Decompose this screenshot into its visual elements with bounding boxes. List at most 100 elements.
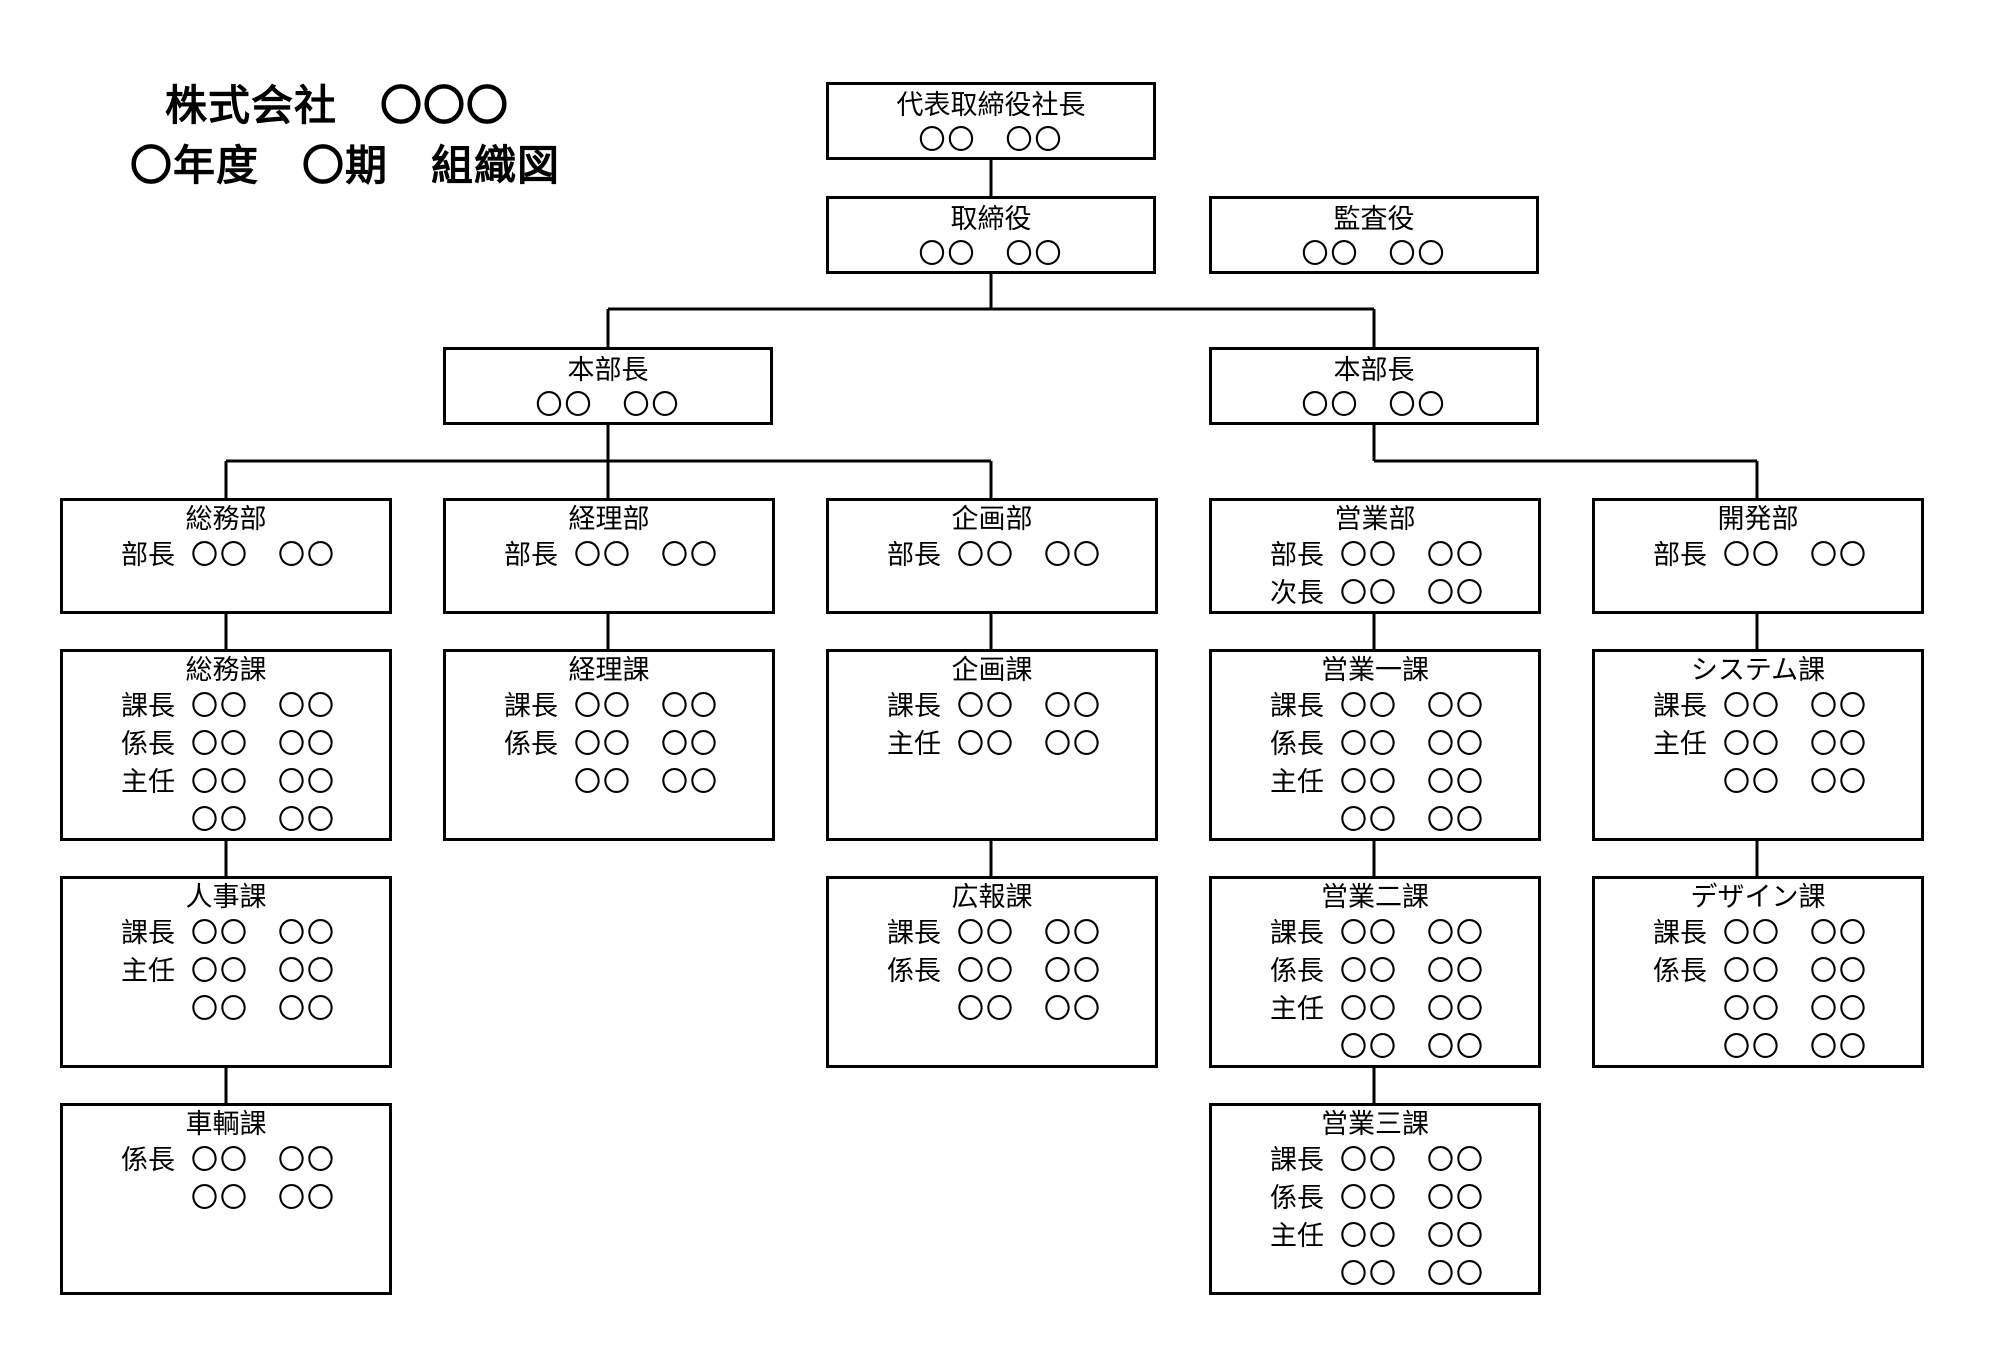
member-role: 係長 [1270, 1183, 1324, 1214]
member-role: 課長 [1270, 918, 1324, 949]
member-role: 主任 [1270, 767, 1324, 798]
member-names: 〇〇 〇〇 [574, 691, 719, 722]
member-names: 〇〇 〇〇 [1340, 918, 1485, 949]
box-title: 代表取締役社長 [896, 90, 1086, 121]
member-names: 〇〇 〇〇 [1340, 1221, 1485, 1252]
member-role [1653, 1029, 1723, 1067]
member-row: 課長〇〇 〇〇 [1212, 1142, 1538, 1180]
box-director: 取締役 〇〇 〇〇 [826, 196, 1156, 274]
box-title: 人事課 [185, 882, 267, 913]
box-president: 代表取締役社長 〇〇 〇〇 [826, 82, 1156, 160]
member-role: 係長 [1270, 729, 1324, 760]
member-row: 部長〇〇 〇〇 [63, 537, 389, 575]
member-role: 係長 [121, 729, 175, 760]
box-eigyo2-ka: 営業二課課長〇〇 〇〇係長〇〇 〇〇主任〇〇 〇〇〇〇 〇〇 [1209, 876, 1541, 1068]
member-role: 課長 [504, 691, 558, 722]
member-role [504, 764, 574, 802]
member-row: 係長〇〇 〇〇 [446, 726, 772, 764]
member-row: 係長〇〇 〇〇 [1212, 953, 1538, 991]
box-sharyo-ka: 車輌課係長〇〇 〇〇〇〇 〇〇 [60, 1103, 392, 1295]
box-title: 経理課 [568, 655, 650, 686]
person-name: 〇〇 〇〇 [535, 390, 681, 421]
box-title: 営業部 [1334, 504, 1416, 535]
member-role: 部長 [504, 540, 558, 571]
member-row: 係長〇〇 〇〇 [1212, 726, 1538, 764]
box-eigyo-bu: 営業部部長〇〇 〇〇次長〇〇 〇〇 [1209, 498, 1541, 614]
member-names: 〇〇 〇〇 [1340, 1145, 1485, 1176]
org-chart-title: 〇年度 〇期 組織図 [130, 141, 561, 190]
member-role [1270, 802, 1340, 840]
box-title: 監査役 [1333, 204, 1415, 235]
member-names: 〇〇 〇〇 [574, 540, 719, 571]
box-kaihatsu-bu: 開発部部長〇〇 〇〇 [1592, 498, 1924, 614]
member-names: 〇〇 〇〇 [1723, 956, 1868, 987]
box-title: 経理部 [568, 504, 650, 535]
box-soumu-ka: 総務課課長〇〇 〇〇係長〇〇 〇〇主任〇〇 〇〇〇〇 〇〇 [60, 649, 392, 841]
member-names: 〇〇 〇〇 [191, 918, 336, 949]
box-title: 本部長 [1333, 355, 1415, 386]
person-name: 〇〇 〇〇 [1301, 390, 1447, 421]
box-soumu-bu: 総務部部長〇〇 〇〇 [60, 498, 392, 614]
box-kikaku-bu: 企画部部長〇〇 〇〇 [826, 498, 1158, 614]
member-row: 係長〇〇 〇〇 [63, 1142, 389, 1180]
box-keiri-bu: 経理部部長〇〇 〇〇 [443, 498, 775, 614]
member-row: 主任〇〇 〇〇 [1212, 1218, 1538, 1256]
member-role: 次長 [1270, 578, 1324, 609]
member-row: 〇〇 〇〇 [1595, 991, 1921, 1029]
member-row: 課長〇〇 〇〇 [1212, 915, 1538, 953]
member-names: 〇〇 〇〇 [191, 691, 336, 722]
member-role: 部長 [1653, 540, 1707, 571]
person-name: 〇〇 〇〇 [1301, 239, 1447, 270]
member-names: 〇〇 〇〇 [957, 918, 1102, 949]
member-row: 主任〇〇 〇〇 [1595, 726, 1921, 764]
member-names: 〇〇 〇〇 [1340, 540, 1485, 571]
member-row: 〇〇 〇〇 [829, 991, 1155, 1029]
member-row: 部長〇〇 〇〇 [1595, 537, 1921, 575]
member-names: 〇〇 〇〇 [191, 729, 336, 760]
member-role: 主任 [1653, 729, 1707, 760]
member-role [1653, 991, 1723, 1029]
member-role: 係長 [1270, 956, 1324, 987]
box-title: 企画部 [951, 504, 1033, 535]
box-title: 取締役 [950, 204, 1032, 235]
member-row: 部長〇〇 〇〇 [829, 537, 1155, 575]
box-title: 営業三課 [1321, 1109, 1429, 1140]
member-role: 部長 [121, 540, 175, 571]
member-role [1653, 764, 1723, 802]
box-hq2: 本部長 〇〇 〇〇 [1209, 347, 1539, 425]
member-role: 主任 [121, 767, 175, 798]
member-role: 課長 [1653, 918, 1707, 949]
member-row: 〇〇 〇〇 [1595, 1029, 1921, 1067]
member-row: 部長〇〇 〇〇 [1212, 537, 1538, 575]
member-names: 〇〇 〇〇 [957, 691, 1102, 722]
person-name: 〇〇 〇〇 [918, 125, 1064, 156]
box-hq1: 本部長 〇〇 〇〇 [443, 347, 773, 425]
member-row: 係長〇〇 〇〇 [1595, 953, 1921, 991]
box-title: 広報課 [951, 882, 1033, 913]
box-title: 企画課 [951, 655, 1033, 686]
member-role: 主任 [887, 729, 941, 760]
member-row: 〇〇 〇〇 [1212, 1256, 1538, 1294]
member-role: 係長 [121, 1145, 175, 1176]
member-names: 〇〇 〇〇 [1723, 1032, 1868, 1063]
box-system-ka: システム課課長〇〇 〇〇主任〇〇 〇〇〇〇 〇〇 [1592, 649, 1924, 841]
member-role: 課長 [887, 691, 941, 722]
member-names: 〇〇 〇〇 [1723, 918, 1868, 949]
member-row: 課長〇〇 〇〇 [1595, 915, 1921, 953]
member-row: 〇〇 〇〇 [446, 764, 772, 802]
member-row: 係長〇〇 〇〇 [1212, 1180, 1538, 1218]
member-row: 部長〇〇 〇〇 [446, 537, 772, 575]
member-names: 〇〇 〇〇 [1340, 1032, 1485, 1063]
member-role: 主任 [1270, 994, 1324, 1025]
box-title: 本部長 [567, 355, 649, 386]
member-names: 〇〇 〇〇 [1340, 691, 1485, 722]
member-role: 係長 [887, 956, 941, 987]
box-title: 総務部 [185, 504, 267, 535]
member-row: 主任〇〇 〇〇 [1212, 991, 1538, 1029]
member-names: 〇〇 〇〇 [1340, 578, 1485, 609]
member-row: 係長〇〇 〇〇 [63, 726, 389, 764]
member-role: 部長 [1270, 540, 1324, 571]
member-row: 〇〇 〇〇 [63, 1180, 389, 1218]
member-role: 部長 [887, 540, 941, 571]
member-row: 〇〇 〇〇 [1212, 1029, 1538, 1067]
